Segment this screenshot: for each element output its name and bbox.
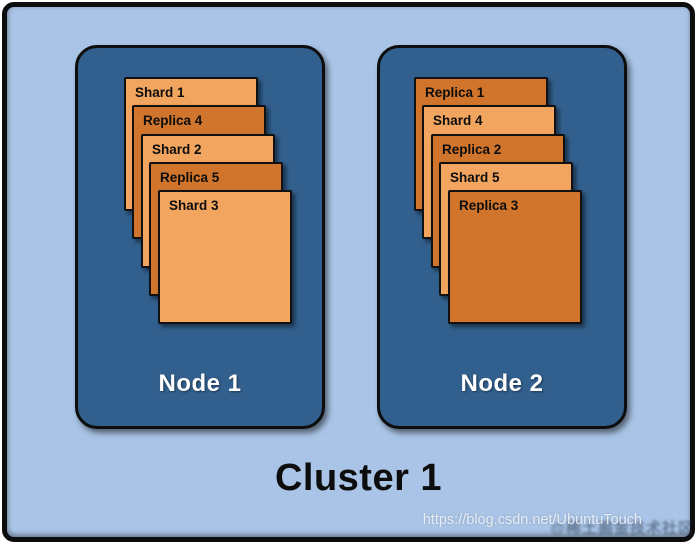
watermark-overlay-text: @稀土掘金技术社区	[550, 520, 694, 537]
card-label: Shard 3	[169, 198, 219, 213]
card-label: Replica 5	[160, 170, 220, 185]
card-label: Replica 4	[143, 113, 203, 128]
card-label: Replica 3	[459, 198, 519, 213]
card-replica-3: Replica 3	[448, 190, 582, 324]
card-shard-3: Shard 3	[158, 190, 292, 324]
cluster-title: Cluster 1	[274, 457, 443, 499]
card-label: Shard 5	[450, 170, 500, 185]
card-label: Shard 4	[433, 113, 483, 128]
card-label: Shard 1	[135, 85, 185, 100]
node-2-box: Replica 1 Shard 4 Replica 2 Shard 5 Repl…	[377, 45, 627, 429]
card-label: Replica 1	[425, 85, 485, 100]
node-1-label: Node 1	[158, 370, 242, 397]
node-2-card-stack: Replica 1 Shard 4 Replica 2 Shard 5 Repl…	[414, 77, 584, 327]
node-1-card-stack: Shard 1 Replica 4 Shard 2 Replica 5 Shar…	[124, 77, 294, 327]
card-label: Shard 2	[152, 142, 202, 157]
watermark-url: https://blog.csdn.net/UbuntuTouch	[422, 512, 642, 528]
node-2-label: Node 2	[460, 370, 544, 397]
node-1-box: Shard 1 Replica 4 Shard 2 Replica 5 Shar…	[75, 45, 325, 429]
card-label: Replica 2	[442, 142, 502, 157]
